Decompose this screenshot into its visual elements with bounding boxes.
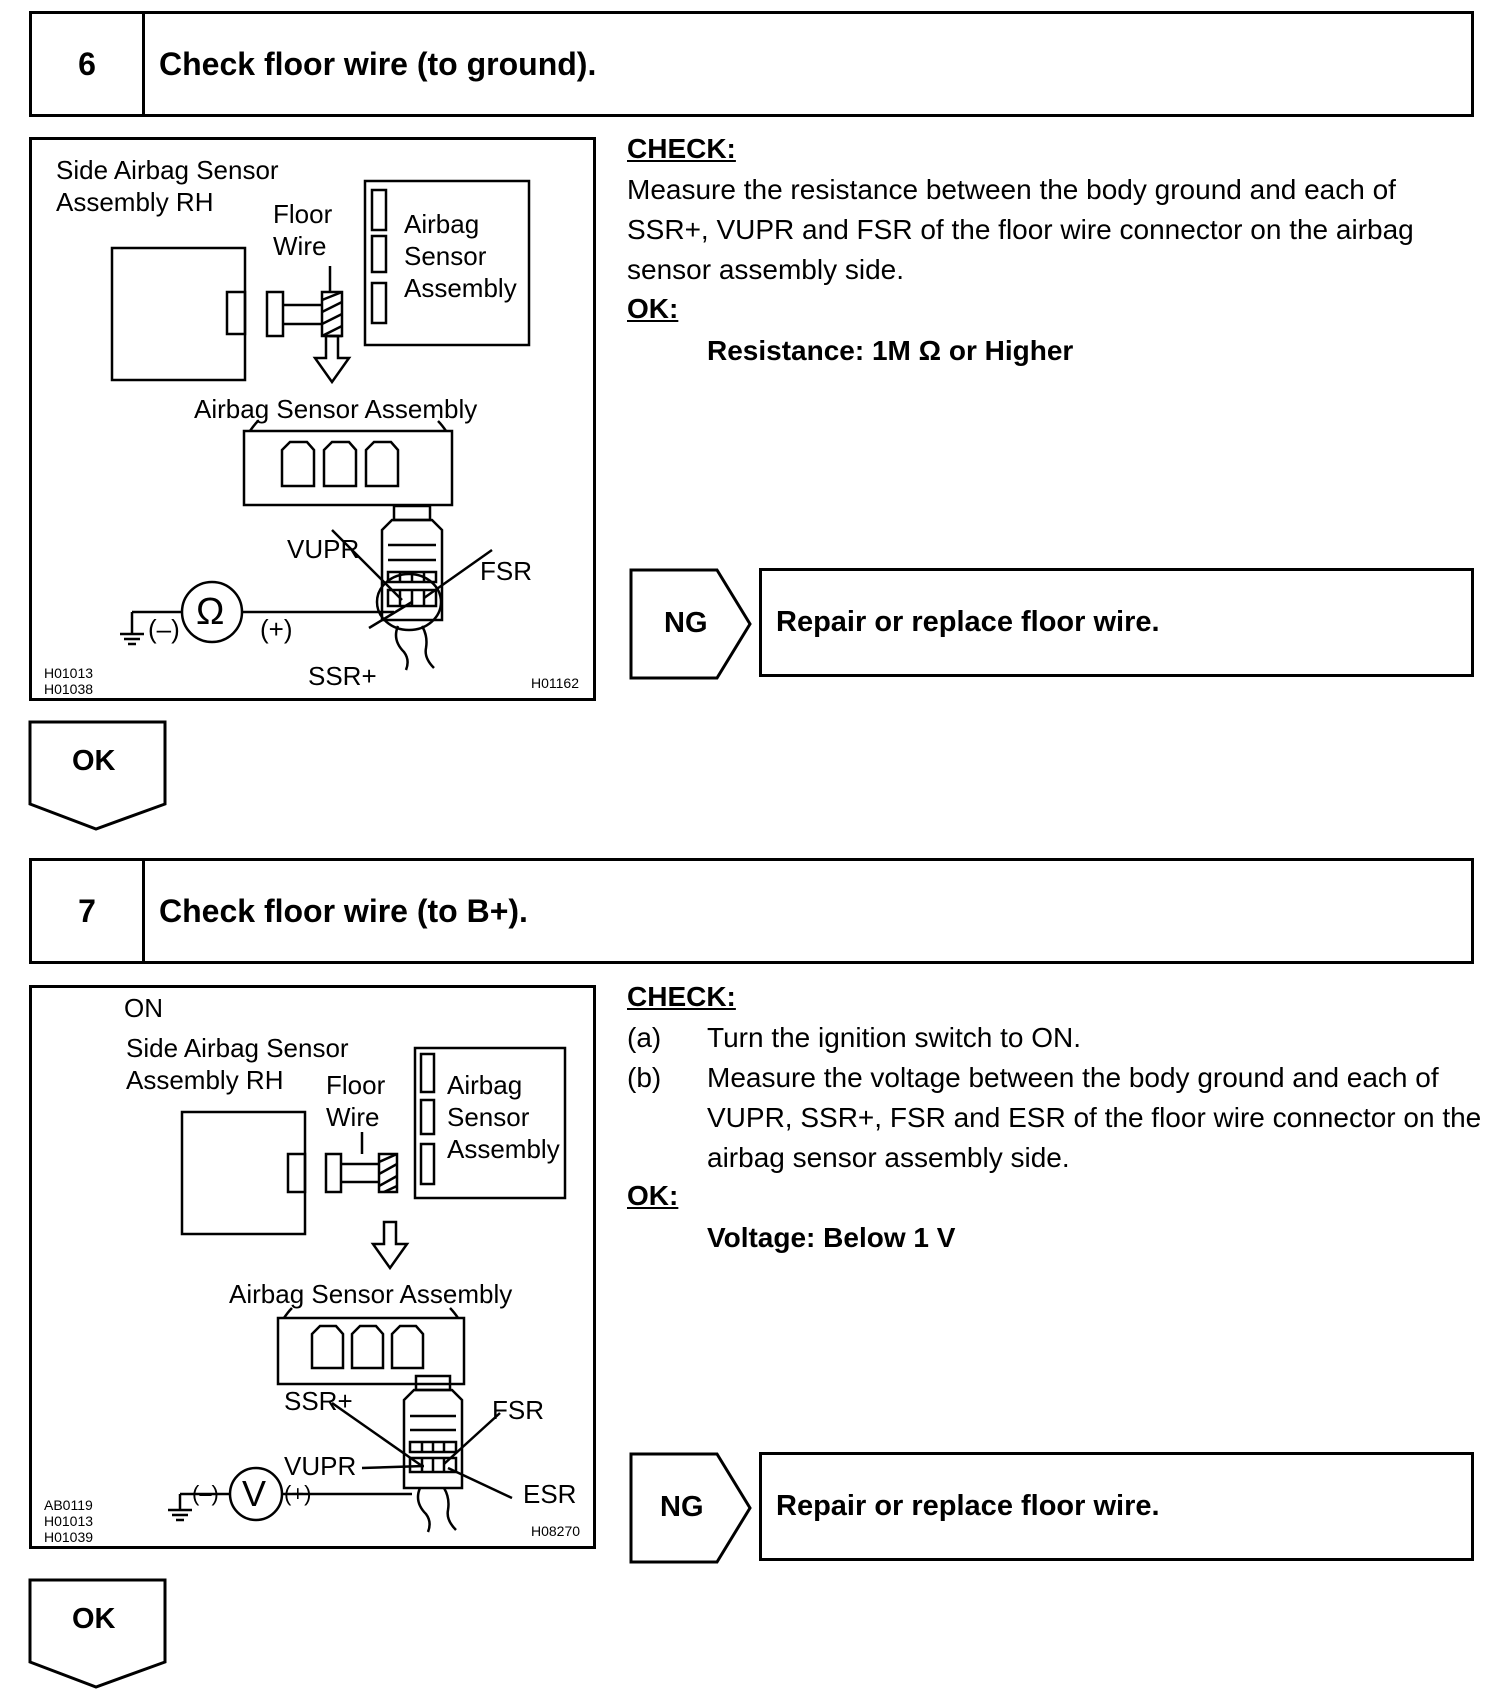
label-airbag: Airbag <box>404 209 480 239</box>
step-7-ng-label: NG <box>660 1491 704 1523</box>
label-side-sensor-rh: Assembly RH <box>126 1065 284 1095</box>
step-6-header: 6 Check floor wire (to ground). <box>29 11 1474 117</box>
label-assembly: Assembly <box>447 1134 560 1164</box>
step-7-item-b-marker: (b) <box>627 1062 662 1093</box>
fig-code-2: H01013 <box>44 1513 94 1529</box>
step-7-ok-tag <box>28 1578 167 1689</box>
label-fsr: FSR <box>492 1395 544 1425</box>
label-on: ON <box>124 993 163 1023</box>
label-wire: Wire <box>326 1102 380 1132</box>
step-6-diagram-drawing <box>110 179 531 671</box>
step-6-ng-action: Repair or replace floor wire. <box>759 568 1474 677</box>
step-7-number: 7 <box>32 861 145 961</box>
step-6-number: 6 <box>32 14 145 114</box>
fig-code-2: H01038 <box>44 681 94 697</box>
label-ssr: SSR+ <box>284 1386 353 1416</box>
step-6-ng-tag <box>629 568 752 680</box>
label-sensor: Sensor <box>447 1102 530 1132</box>
step-6-check-label: CHECK: <box>627 133 736 164</box>
step-7-diagram-drawing <box>168 1046 567 1533</box>
label-side-sensor: Side Airbag Sensor <box>126 1033 349 1063</box>
step-7-ng-action: Repair or replace floor wire. <box>759 1452 1474 1561</box>
label-assembly: Assembly <box>404 273 517 303</box>
step-6-check-text: Measure the resistance between the body … <box>627 174 1414 285</box>
fig-code-3: H01039 <box>44 1529 94 1545</box>
label-airbag: Airbag <box>447 1070 523 1100</box>
ohm-meter-icon: Ω <box>196 591 225 633</box>
fig-code-3: H01162 <box>531 675 580 691</box>
label-side-sensor-rh: Assembly RH <box>56 187 214 217</box>
label-esr: ESR <box>523 1479 577 1509</box>
label-vupr: VUPR <box>287 534 360 564</box>
step-6-ok-tag <box>28 720 167 831</box>
label-vupr: VUPR <box>284 1451 357 1481</box>
step-7-item-a: Turn the ignition switch to ON. <box>707 1022 1082 1053</box>
label-airbag-sensor-assembly: Airbag Sensor Assembly <box>194 394 478 424</box>
label-sensor: Sensor <box>404 241 487 271</box>
fig-code-1: H01013 <box>44 665 94 681</box>
step-6-ok-tag-label: OK <box>72 745 116 777</box>
step-6-ok-label: OK: <box>627 293 679 324</box>
step-7-ng-tag <box>629 1452 752 1564</box>
label-minus: (–) <box>192 1481 219 1506</box>
step-7-title: Check floor wire (to B+). <box>159 892 528 929</box>
label-minus: (–) <box>148 614 180 644</box>
step-6-ng-label: NG <box>664 607 708 639</box>
voltmeter-icon: V <box>242 1473 267 1514</box>
label-floor: Floor <box>273 199 333 229</box>
label-side-sensor: Side Airbag Sensor <box>56 155 279 185</box>
step-6-diagram: Side Airbag Sensor Assembly RH Floor Wir… <box>29 137 596 701</box>
step-6-title: Check floor wire (to ground). <box>159 45 597 82</box>
step-7-item-b: Measure the voltage between the body gro… <box>707 1062 1482 1173</box>
step-7-spec: Voltage: Below 1 V <box>707 1222 956 1253</box>
step-7-header: 7 Check floor wire (to B+). <box>29 858 1474 964</box>
step-7-item-a-marker: (a) <box>627 1022 662 1053</box>
fig-code-4: H08270 <box>531 1523 581 1539</box>
label-plus: (+) <box>260 614 293 644</box>
label-floor: Floor <box>326 1070 386 1100</box>
label-plus: (+) <box>284 1481 312 1506</box>
step-7-diagram: ON Side Airbag Sensor Assembly RH Floor … <box>29 985 596 1549</box>
label-airbag-sensor-assembly: Airbag Sensor Assembly <box>229 1279 513 1309</box>
fig-code-1: AB0119 <box>44 1497 93 1513</box>
label-ssr: SSR+ <box>308 661 377 691</box>
step-7-ok-tag-label: OK <box>72 1603 116 1635</box>
step-6-spec: Resistance: 1M Ω or Higher <box>707 335 1074 366</box>
label-fsr: FSR <box>480 556 532 586</box>
label-wire: Wire <box>273 231 327 261</box>
step-7-ok-label: OK: <box>627 1180 679 1211</box>
step-7-check-label: CHECK: <box>627 981 736 1012</box>
